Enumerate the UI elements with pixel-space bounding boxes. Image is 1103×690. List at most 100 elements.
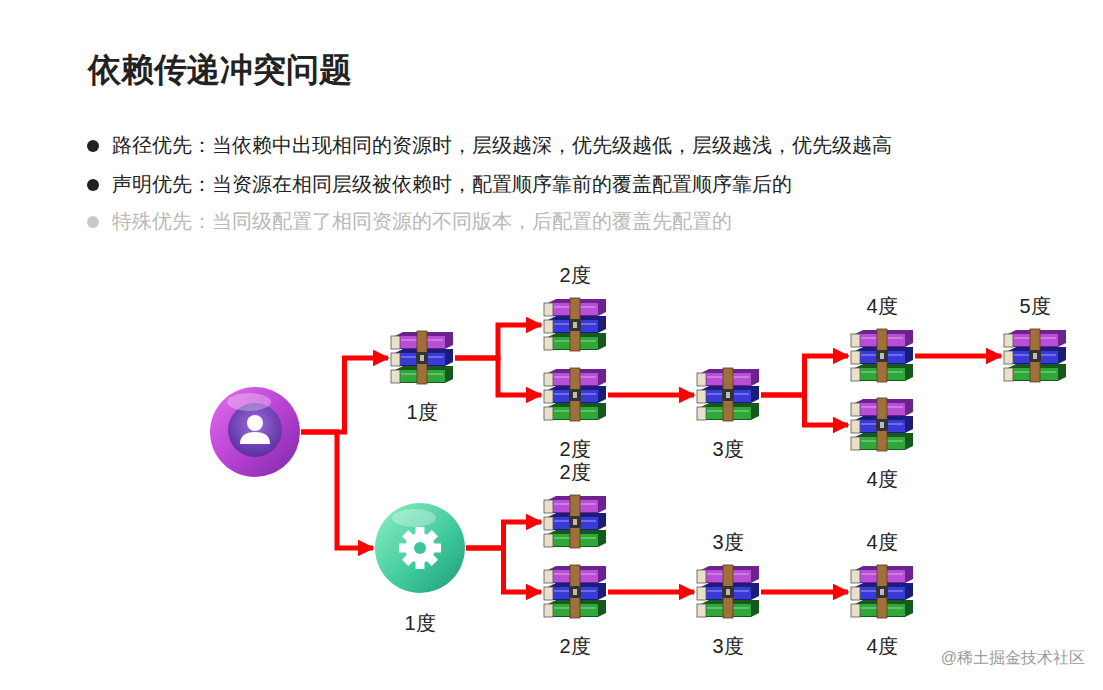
user-gloss — [227, 393, 271, 411]
jar-spine — [544, 570, 553, 583]
jar-strap — [570, 565, 580, 618]
jar-spine — [544, 587, 553, 600]
dependency-arrow — [455, 325, 541, 358]
dependency-arrow — [301, 358, 388, 432]
jar-layer-face — [552, 390, 598, 402]
jar-lock — [722, 389, 734, 401]
jar-spine — [544, 604, 553, 617]
jar-layer-face — [552, 517, 598, 529]
jar-icon — [542, 564, 608, 620]
jar-node: 4度 — [849, 397, 915, 453]
jar-spine — [1004, 351, 1013, 364]
jar-spine — [851, 437, 860, 450]
jar-icon — [542, 367, 608, 423]
jar-lock-hole — [726, 589, 730, 595]
jar-strap — [570, 495, 580, 548]
jar-spine — [544, 390, 553, 403]
degree-label: 1度 — [406, 400, 437, 424]
degree-label: 2度 — [559, 634, 590, 658]
dependency-arrow — [915, 354, 1001, 359]
jar-spine — [851, 420, 860, 433]
jar-spine — [391, 353, 400, 366]
jar-lock — [569, 516, 581, 528]
bullet-text: 声明优先：当资源在相同层级被依赖时，配置顺序靠前的覆盖配置顺序靠后的 — [112, 171, 792, 198]
jar-lock-hole — [573, 322, 577, 328]
dependency-arrow — [466, 522, 541, 548]
degree-label: 2度 — [559, 263, 590, 287]
jar-icon — [389, 330, 455, 386]
jar-spine — [544, 303, 553, 316]
jar-spine — [697, 587, 706, 600]
jar-spine — [544, 320, 553, 333]
jar-strap — [570, 298, 580, 351]
dependency-arrow — [761, 356, 848, 395]
bullet-text: 路径优先：当依赖中出现相同的资源时，层级越深，优先级越低，层级越浅，优先级越高 — [112, 132, 892, 159]
jar-icon — [695, 367, 761, 423]
degree-label: 2度 — [559, 460, 590, 484]
gear-gloss — [392, 509, 436, 527]
jar-lock — [722, 586, 734, 598]
jar-spine — [544, 407, 553, 420]
jar-lock — [1029, 350, 1041, 362]
gear-circle — [375, 503, 465, 593]
bullet-dot — [87, 140, 99, 152]
dependency-arrow — [466, 548, 541, 592]
jar-strap — [877, 329, 887, 382]
jar-node: 5度 — [1002, 328, 1068, 384]
jar-lock-hole — [880, 353, 884, 359]
page-title: 依赖传递冲突问题 — [88, 48, 352, 93]
jar-layer-face — [859, 587, 905, 599]
dependency-arrow — [761, 590, 848, 595]
jar-lock-hole — [1033, 353, 1037, 359]
jar-layer-face — [705, 587, 751, 599]
jar-node: 3度3度 — [695, 564, 761, 620]
jar-spine — [391, 370, 400, 383]
dependency-arrow — [455, 358, 541, 395]
gear-hole — [414, 542, 426, 554]
degree-label: 5度 — [1019, 294, 1050, 318]
user-body — [240, 432, 270, 444]
jar-icon — [849, 397, 915, 453]
jar-strap — [1030, 329, 1040, 382]
jar-strap — [723, 565, 733, 618]
dependency-arrow — [608, 590, 694, 595]
jar-spine — [851, 351, 860, 364]
jar-spine — [697, 407, 706, 420]
watermark: @稀土掘金技术社区 — [941, 648, 1085, 669]
user-icon — [209, 386, 301, 478]
jar-spine — [544, 534, 553, 547]
jar-spine — [544, 337, 553, 350]
jar-strap — [417, 331, 427, 384]
jar-icon — [849, 328, 915, 384]
jar-spine — [1004, 334, 1013, 347]
jar-node: 2度 — [542, 297, 608, 353]
jar-spine — [851, 334, 860, 347]
jar-node: 4度 — [849, 328, 915, 384]
gear-body — [405, 533, 435, 563]
jar-lock-hole — [573, 519, 577, 525]
jar-lock — [416, 352, 428, 364]
jar-strap — [570, 368, 580, 421]
jar-icon — [849, 564, 915, 620]
jar-lock — [569, 586, 581, 598]
jar-spine — [544, 500, 553, 513]
user-head — [247, 415, 263, 431]
degree-label: 3度 — [712, 437, 743, 461]
dependency-arrow — [608, 393, 694, 398]
jar-icon — [1002, 328, 1068, 384]
jar-node: 4度4度 — [849, 564, 915, 620]
jar-lock-hole — [573, 589, 577, 595]
degree-label: 3度 — [712, 634, 743, 658]
jar-spine — [544, 373, 553, 386]
jar-layer-face — [1012, 351, 1058, 363]
gear-icon — [374, 502, 466, 594]
jar-node: 2度 — [542, 564, 608, 620]
gear-symbol — [399, 527, 441, 569]
jar-lock-hole — [420, 355, 424, 361]
degree-label: 1度 — [404, 611, 435, 635]
jar-strap — [723, 368, 733, 421]
jar-spine — [697, 570, 706, 583]
jar-spine — [851, 604, 860, 617]
bullet-dot — [87, 179, 99, 191]
